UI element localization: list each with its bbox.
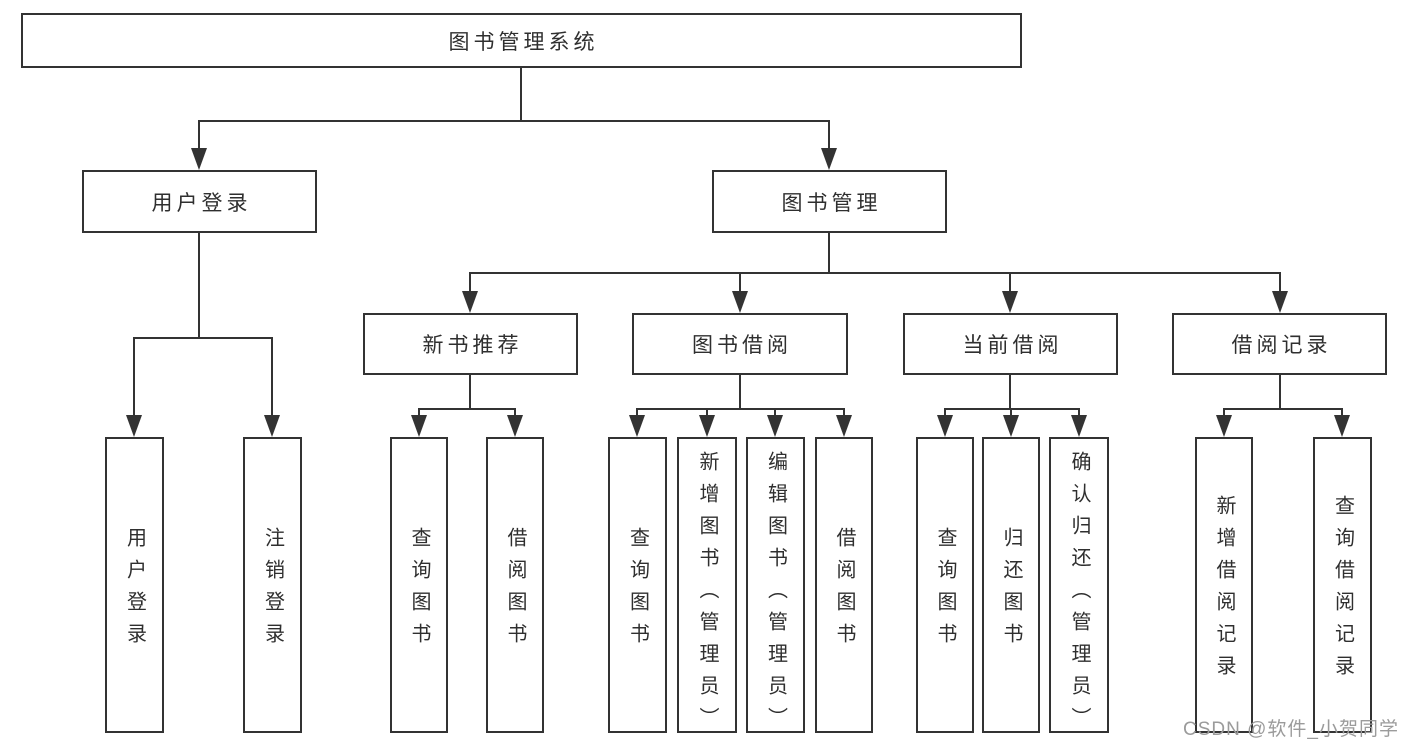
connector-line <box>706 408 708 418</box>
connector-line <box>198 233 200 337</box>
node-book-borrowing: 图书借阅 <box>632 313 848 375</box>
node-query-books-recommend: 查询图书 <box>390 437 448 733</box>
connector-line <box>418 408 420 418</box>
node-return-books: 归还图书 <box>982 437 1040 733</box>
connector-line <box>1223 408 1225 418</box>
connector-line <box>1279 375 1281 408</box>
arrow-down-icon <box>821 148 837 170</box>
connector-line <box>198 120 830 122</box>
arrow-down-icon <box>699 415 715 437</box>
node-confirm-return-admin: 确认归还（管理员） <box>1049 437 1109 739</box>
connector-line <box>133 337 273 339</box>
connector-line <box>636 408 845 410</box>
csdn-watermark: CSDN @软件_小贺同学 <box>1183 719 1399 740</box>
connector-line <box>271 337 273 417</box>
node-query-books-borrow: 查询图书 <box>608 437 667 733</box>
connector-line <box>1009 272 1011 293</box>
node-library-management-system: 图书管理系统 <box>21 13 1022 68</box>
node-user-login: 用户登录 <box>82 170 317 233</box>
connector-line <box>828 120 830 150</box>
arrow-down-icon <box>1216 415 1232 437</box>
connector-line <box>739 272 741 293</box>
arrow-down-icon <box>264 415 280 437</box>
arrow-down-icon <box>1272 291 1288 313</box>
node-borrow-books-recommend: 借阅图书 <box>486 437 544 733</box>
node-logout-action: 注销登录 <box>243 437 302 733</box>
connector-line <box>469 375 471 408</box>
connector-line <box>636 408 638 418</box>
arrow-down-icon <box>1003 415 1019 437</box>
arrow-down-icon <box>1071 415 1087 437</box>
node-query-borrow-record: 查询借阅记录 <box>1313 437 1372 733</box>
connector-line <box>1009 375 1011 408</box>
connector-line <box>520 68 522 120</box>
node-edit-books-admin: 编辑图书（管理员） <box>746 437 805 739</box>
connector-line <box>843 408 845 418</box>
connector-line <box>469 272 1281 274</box>
node-borrowing-records: 借阅记录 <box>1172 313 1387 375</box>
connector-line <box>198 120 200 150</box>
connector-line <box>514 408 516 418</box>
node-new-book-recommendation: 新书推荐 <box>363 313 578 375</box>
node-query-books-current: 查询图书 <box>916 437 974 733</box>
connector-line <box>1223 408 1343 410</box>
connector-line <box>944 408 1080 410</box>
arrow-down-icon <box>629 415 645 437</box>
arrow-down-icon <box>732 291 748 313</box>
connector-line <box>1010 408 1012 418</box>
connector-line <box>133 337 135 417</box>
connector-line <box>944 408 946 418</box>
connector-line <box>774 408 776 418</box>
node-book-management: 图书管理 <box>712 170 947 233</box>
connector-line <box>418 408 516 410</box>
arrow-down-icon <box>191 148 207 170</box>
arrow-down-icon <box>937 415 953 437</box>
arrow-down-icon <box>126 415 142 437</box>
node-current-borrowing: 当前借阅 <box>903 313 1118 375</box>
connector-line <box>739 375 741 408</box>
node-add-books-admin: 新增图书（管理员） <box>677 437 737 739</box>
connector-line <box>469 272 471 293</box>
arrow-down-icon <box>411 415 427 437</box>
arrow-down-icon <box>462 291 478 313</box>
arrow-down-icon <box>1334 415 1350 437</box>
connector-line <box>1341 408 1343 418</box>
arrow-down-icon <box>767 415 783 437</box>
node-user-login-action: 用户登录 <box>105 437 164 733</box>
node-borrow-books-action: 借阅图书 <box>815 437 873 733</box>
connector-line <box>1078 408 1080 418</box>
arrow-down-icon <box>836 415 852 437</box>
node-add-borrow-record: 新增借阅记录 <box>1195 437 1253 733</box>
connector-line <box>1279 272 1281 293</box>
arrow-down-icon <box>507 415 523 437</box>
arrow-down-icon <box>1002 291 1018 313</box>
connector-line <box>828 233 830 272</box>
